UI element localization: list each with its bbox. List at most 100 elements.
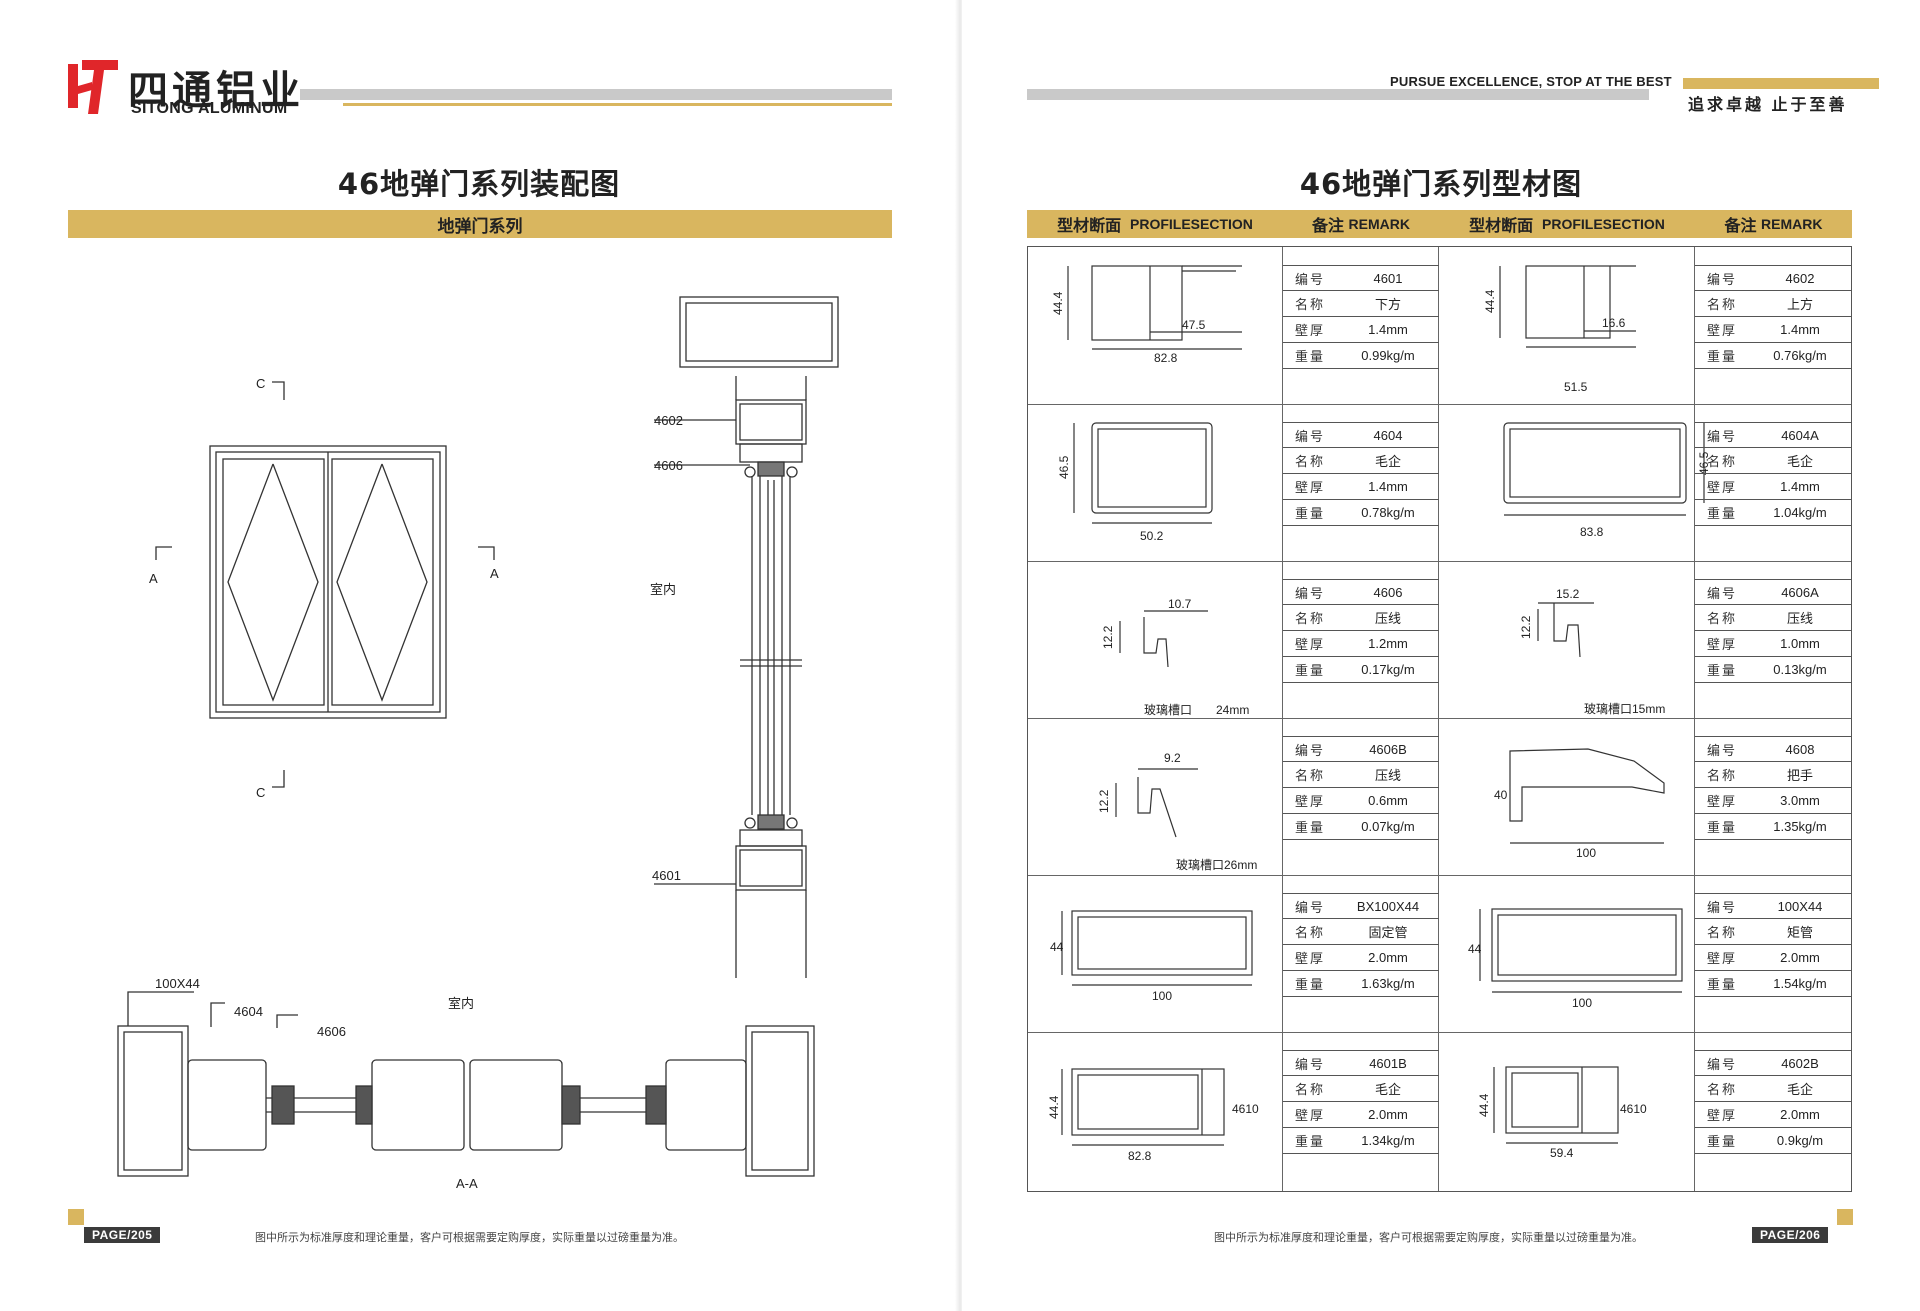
spec-key: 编号	[1706, 1056, 1737, 1072]
spec-key: 壁厚	[1294, 1108, 1325, 1123]
header-cn: 备注	[1312, 218, 1345, 235]
spec-code: 4604A	[1781, 427, 1819, 443]
brand-name-en: SITONG ALUMINUM	[131, 100, 288, 117]
spec-name: 下方	[1374, 297, 1401, 312]
dim-4602-h: 44.4	[1483, 289, 1497, 313]
note-4606a: 玻璃槽口15mm	[1584, 702, 1665, 716]
spec-name: 压线	[1374, 768, 1401, 783]
label-c-top: C	[256, 376, 265, 391]
dim-4604-h: 46.5	[1057, 455, 1071, 479]
spec-row-code: 编号 4608	[1695, 736, 1851, 762]
spec-key: 编号	[1706, 585, 1737, 601]
spec-row-name: 名称毛企	[1695, 448, 1851, 474]
header-en: REMARK	[1348, 216, 1410, 232]
header-gold-line	[343, 103, 892, 106]
table-row	[1028, 1032, 1851, 1189]
spec-weight: 0.78kg/m	[1361, 505, 1415, 520]
spec-code: 4601B	[1369, 1055, 1407, 1071]
spec-code: 4606B	[1369, 741, 1407, 757]
spec-weight: 0.07kg/m	[1361, 819, 1415, 834]
spec-row-name: 名称毛企	[1283, 448, 1439, 474]
spec-key: 壁厚	[1294, 951, 1325, 966]
spec-code: 4608	[1785, 741, 1815, 757]
note-4606b: 玻璃槽口26mm	[1176, 858, 1257, 872]
header-gold-bar-right	[1683, 78, 1879, 89]
spec-name: 毛企	[1374, 1082, 1401, 1097]
spec-key: 编号	[1294, 899, 1325, 915]
table-row	[1028, 875, 1851, 1032]
dim-100x44-h: 44	[1468, 942, 1482, 956]
spec-weight: 1.35kg/m	[1773, 819, 1827, 834]
spec-row-name: 名称毛企	[1283, 1076, 1439, 1102]
profile-table: 44.4 47.5 82.8 44.4 16.6 51.5 46.5 50.2 …	[1027, 246, 1852, 1192]
spec-row-name: 名称矩管	[1695, 919, 1851, 945]
spec-name: 上方	[1786, 297, 1813, 312]
spec-key: 壁厚	[1706, 323, 1737, 338]
spec-row-name: 名称压线	[1283, 762, 1439, 788]
spec-code: 4606A	[1781, 584, 1819, 600]
spec-key: 重量	[1294, 349, 1325, 364]
spec-key: 重量	[1294, 820, 1325, 835]
spec-weight: 1.04kg/m	[1773, 505, 1827, 520]
spec-key: 名称	[1294, 454, 1325, 469]
dim-bx-w: 100	[1152, 989, 1172, 1003]
spec-wall: 1.4mm	[1368, 322, 1408, 337]
spec-key: 壁厚	[1706, 480, 1737, 495]
slogan-en: PURSUE EXCELLENCE, STOP AT THE BEST	[1390, 74, 1672, 89]
sitong-logo-icon	[68, 60, 118, 114]
spec-wall: 2.0mm	[1368, 950, 1408, 965]
spec-weight: 0.17kg/m	[1361, 662, 1415, 677]
spec-key: 名称	[1706, 454, 1737, 469]
spec-weight: 0.9kg/m	[1776, 1133, 1824, 1148]
spec-key: 编号	[1294, 271, 1325, 287]
spec-key: 编号	[1706, 742, 1737, 758]
spec-row-name: 名称上方	[1695, 291, 1851, 317]
spec-key: 名称	[1706, 925, 1737, 940]
spec-name: 毛企	[1786, 1082, 1813, 1097]
dim-4601b-w: 82.8	[1128, 1149, 1152, 1163]
spec-key: 壁厚	[1706, 951, 1737, 966]
label-4602: 4602	[654, 413, 683, 428]
spec-row-name: 名称压线	[1695, 605, 1851, 631]
brand-name-cn: 四通铝业	[128, 68, 304, 114]
spec-name: 固定管	[1368, 925, 1408, 940]
spec-key: 名称	[1294, 611, 1325, 626]
dim-4606-h: 12.2	[1101, 625, 1115, 649]
header-remark-1: 备注 REMARK	[1283, 210, 1439, 238]
spec-key: 壁厚	[1294, 323, 1325, 338]
spec-row-weight: 重量 0.9kg/m	[1695, 1128, 1851, 1154]
dim-4602b-w: 59.4	[1550, 1146, 1574, 1160]
label-4606: 4606	[654, 458, 683, 473]
spec-weight: 1.54kg/m	[1773, 976, 1827, 991]
dim-4601b-tag: 4610	[1232, 1102, 1259, 1116]
table-header-bar: 型材断面 PROFILESECTION 备注 REMARK 型材断面 PROFI…	[1027, 210, 1852, 238]
spec-key: 壁厚	[1706, 794, 1737, 809]
spec-key: 壁厚	[1294, 794, 1325, 809]
spec-key: 编号	[1294, 1056, 1325, 1072]
right-page: PURSUE EXCELLENCE, STOP AT THE BEST 追求卓越…	[962, 0, 1920, 1311]
col-divider	[1282, 247, 1283, 1191]
table-row	[1028, 561, 1851, 718]
dim-4602b-h: 44.4	[1477, 1093, 1491, 1117]
profile-drawings: 44.4 47.5 82.8 44.4 16.6 51.5 46.5 50.2 …	[1047, 265, 1711, 1163]
left-page: 四通铝业 SITONG ALUMINUM 46地弹门系列装配图 地弹门系列	[0, 0, 958, 1311]
spec-key: 重量	[1706, 1134, 1737, 1149]
spec-code: 4604	[1373, 427, 1403, 443]
